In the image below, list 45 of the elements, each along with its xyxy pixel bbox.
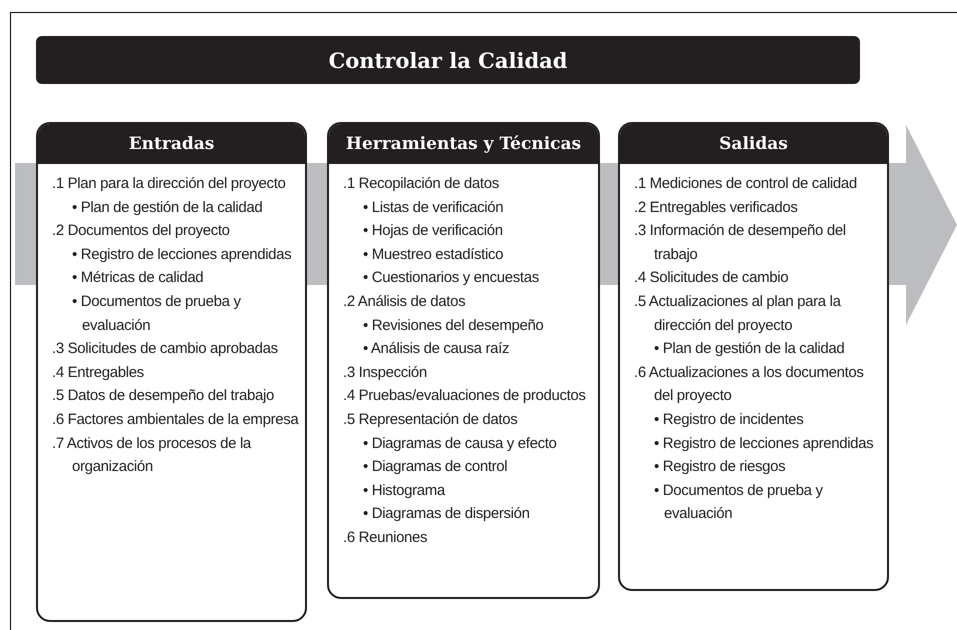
numbered-item: .3 Inspección <box>343 362 428 383</box>
numbered-item: .4 Solicitudes de cambio <box>634 268 790 288</box>
numbered-item: .7 Activos de los procesos de la organización <box>52 434 252 478</box>
numbered-item: .4 Entregables <box>52 362 145 383</box>
bullet-item: • Análisis de causa raíz <box>363 339 510 360</box>
bullet-item: • Registro de lecciones aprendidas <box>654 434 874 454</box>
bullet-item: • Registro de lecciones aprendidas <box>72 244 292 265</box>
column-heading: Salidas <box>620 124 887 164</box>
bullet-item: • Plan de gestión de la calidad <box>654 339 846 360</box>
column-panel <box>618 122 889 591</box>
numbered-item: .5 Actualizaciones al plan para la dirección del proyecto <box>634 292 842 336</box>
bullet-item: • Muestreo estadístico <box>363 244 504 265</box>
bullet-item: • Documentos de prueba y evaluación <box>654 480 824 524</box>
bullet-item: • Revisiones del desempeño <box>363 316 544 336</box>
bullet-item: • Registro de incidentes <box>654 410 804 430</box>
bullet-item: • Cuestionarios y encuestas <box>363 268 540 288</box>
bullet-item: • Diagramas de control <box>363 457 508 478</box>
numbered-item: .2 Entregables verificados <box>634 198 798 218</box>
bullet-item: • Diagramas de causa y efecto <box>363 434 558 454</box>
bullet-item: • Hojas de verificación <box>363 221 504 242</box>
numbered-item: .6 Factores ambientales de la empresa <box>52 410 299 430</box>
numbered-item: .5 Datos de desempeño del trabajo <box>52 386 275 406</box>
bullet-item: • Diagramas de dispersión <box>363 504 531 524</box>
bullet-item: • Plan de gestión de la calidad <box>72 198 264 218</box>
numbered-item: .5 Representación de datos <box>343 410 518 430</box>
diagram-title: Controlar la Calidad <box>36 36 860 84</box>
bullet-item: • Métricas de calidad <box>72 268 204 288</box>
column-panel <box>36 122 307 622</box>
bullet-item: • Listas de verificación <box>363 198 504 218</box>
numbered-item: .2 Documentos del proyecto <box>52 221 231 242</box>
numbered-item: .4 Pruebas/evaluaciones de productos <box>343 386 587 406</box>
numbered-item: .6 Reuniones <box>343 528 428 548</box>
numbered-item: .6 Actualizaciones a los documentos del proyecto <box>634 362 865 406</box>
numbered-item: .1 Mediciones de control de calidad <box>634 174 858 194</box>
numbered-item: .2 Análisis de datos <box>343 292 466 312</box>
bullet-item: • Documentos de prueba y evaluación <box>72 292 242 336</box>
column-panel <box>327 122 600 599</box>
column-heading: Entradas <box>38 124 305 164</box>
numbered-item: .1 Plan para la dirección del proyecto <box>52 174 287 194</box>
bullet-item: • Registro de riesgos <box>654 457 786 478</box>
numbered-item: .3 Solicitudes de cambio aprobadas <box>52 339 279 360</box>
numbered-item: .3 Información de desempeño del trabajo <box>634 221 847 265</box>
bullet-item: • Histograma <box>363 480 446 501</box>
column-heading: Herramientas y Técnicas <box>329 124 598 164</box>
numbered-item: .1 Recopilación de datos <box>343 174 500 194</box>
